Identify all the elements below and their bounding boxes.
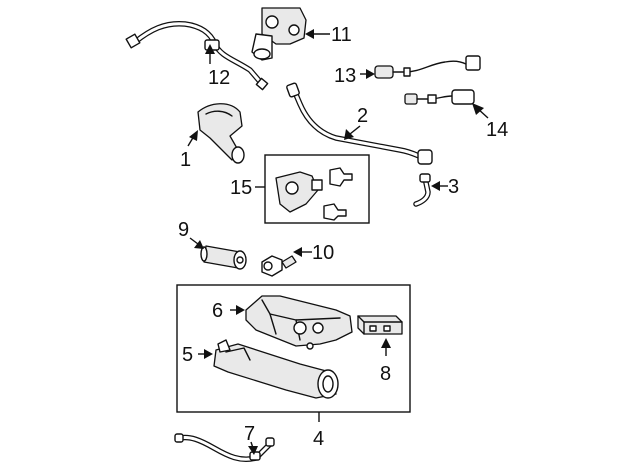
callout-2-label: 2 bbox=[357, 105, 368, 127]
part-12-vacuum-hose bbox=[125, 20, 269, 91]
part-10-valve bbox=[261, 255, 297, 277]
part-9-fuel-filter bbox=[200, 245, 247, 270]
callout-13-label: 13 bbox=[334, 65, 356, 87]
part-15-kit-box bbox=[264, 154, 370, 224]
part-2-fuel-tube bbox=[286, 82, 433, 165]
callout-9: 9 bbox=[178, 219, 204, 249]
part-13-oxygen-sensor bbox=[374, 55, 481, 79]
callout-6: 6 bbox=[212, 300, 245, 322]
part-7-vent-hose bbox=[174, 433, 275, 462]
callout-11-label: 11 bbox=[331, 24, 352, 46]
callout-9-label: 9 bbox=[178, 219, 189, 241]
part-6-canister-shield bbox=[245, 295, 353, 350]
callout-7: 7 bbox=[244, 423, 258, 455]
part-1-elbow-hose bbox=[197, 103, 245, 164]
callout-1-label: 1 bbox=[180, 149, 191, 171]
callout-7-label: 7 bbox=[244, 423, 255, 445]
part-5-vapor-canister bbox=[213, 339, 339, 399]
callout-1: 1 bbox=[180, 130, 198, 171]
callout-5-label: 5 bbox=[182, 344, 193, 366]
part-4-canister-box bbox=[176, 284, 411, 413]
part-11-vent-valve bbox=[251, 7, 307, 61]
callout-8: 8 bbox=[380, 338, 391, 385]
callout-12-label: 12 bbox=[208, 67, 230, 89]
callout-14-label: 14 bbox=[486, 119, 508, 141]
part-8-connector-block bbox=[357, 315, 403, 335]
callout-5: 5 bbox=[182, 344, 213, 366]
callout-15-label: 15 bbox=[230, 177, 252, 199]
callout-4-label: 4 bbox=[313, 428, 324, 450]
callout-2: 2 bbox=[344, 105, 368, 140]
part-14-oxygen-sensor bbox=[404, 89, 475, 105]
callout-10: 10 bbox=[293, 242, 334, 264]
callout-6-label: 6 bbox=[212, 300, 223, 322]
callout-14: 14 bbox=[472, 103, 508, 141]
callout-13: 13 bbox=[334, 65, 375, 87]
callout-10-label: 10 bbox=[312, 242, 334, 264]
callout-12: 12 bbox=[205, 44, 230, 89]
callout-15: 15 bbox=[230, 177, 265, 199]
callout-11: 11 bbox=[305, 24, 352, 46]
part-3-small-elbow bbox=[413, 173, 431, 207]
part-15-sensor bbox=[275, 167, 353, 221]
callout-3: 3 bbox=[431, 176, 459, 198]
callout-3-label: 3 bbox=[448, 176, 459, 198]
callout-8-label: 8 bbox=[380, 363, 391, 385]
